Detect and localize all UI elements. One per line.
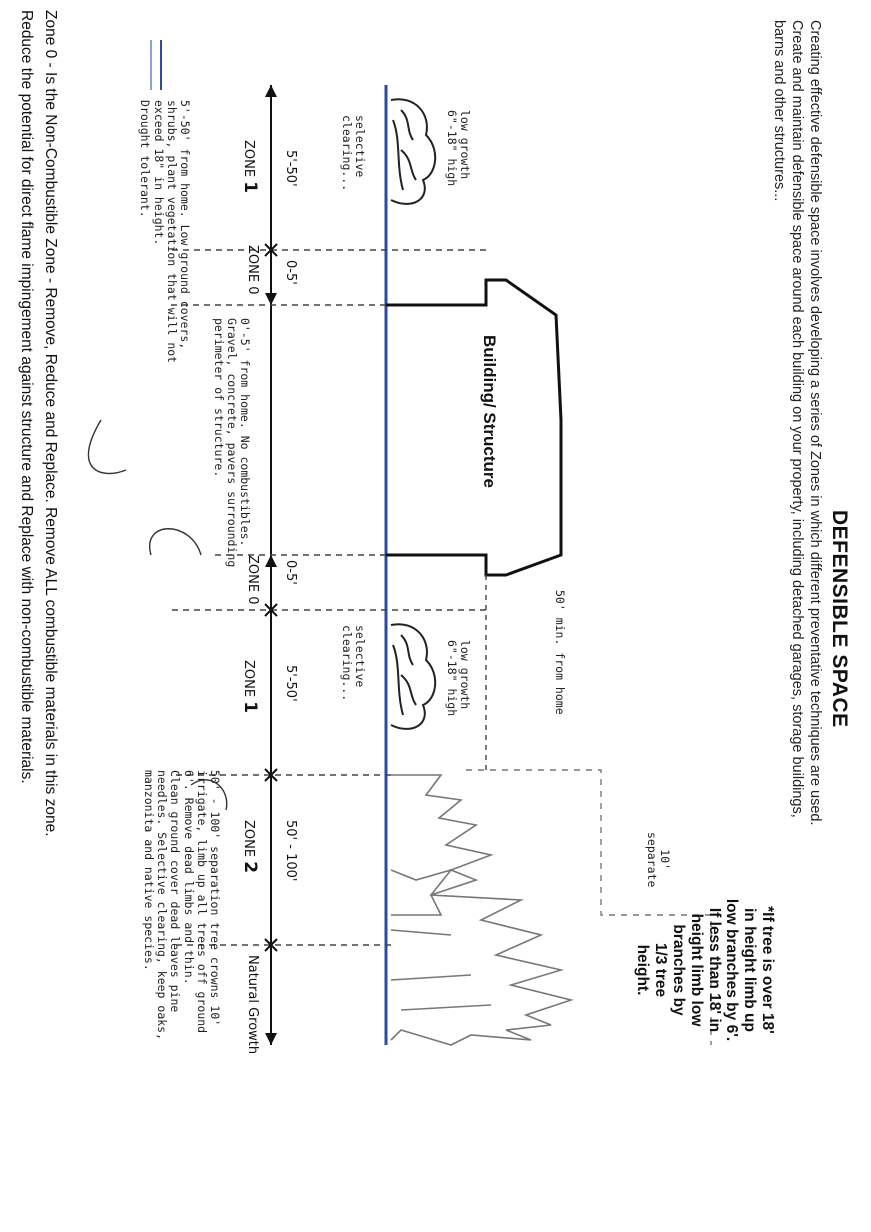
min-distance-label: 50' min. from home bbox=[553, 590, 567, 715]
zone2-range: 50' - 100' bbox=[283, 820, 298, 882]
footer-line-1: Zone 0 - Is the Non-Combustible Zone - R… bbox=[42, 10, 59, 837]
trees bbox=[390, 774, 574, 1046]
intro-line-3: barns and other structures... bbox=[771, 20, 787, 202]
natural-growth-label: Natural Growth bbox=[245, 955, 260, 1055]
left-bush bbox=[390, 98, 437, 205]
left-zone1-name: ZONE 1 bbox=[240, 140, 260, 194]
zone0-note: 0'-5' from home. No combustibles. Gravel… bbox=[211, 318, 252, 568]
footer-line-2: Reduce the potential for direct flame im… bbox=[18, 10, 35, 784]
building-label: Building/ Structure bbox=[480, 335, 499, 488]
zone2-note: 50' - 100' separation tree crowns 10' ir… bbox=[141, 770, 222, 1041]
zone1-note: 5'-50' from home. Low ground covers, shr… bbox=[138, 100, 192, 364]
left-bush-clearing: selective clearing... bbox=[339, 115, 367, 192]
right-bush bbox=[390, 623, 437, 730]
page-title: DEFENSIBLE SPACE bbox=[828, 510, 851, 728]
right-bush-clearing: selective clearing... bbox=[339, 625, 367, 702]
right-bush-growth: low growth 6"-18" high bbox=[444, 640, 472, 717]
left-zone0-range: 0-5' bbox=[283, 260, 298, 285]
right-zone1-name: ZONE 1 bbox=[240, 660, 260, 714]
right-zone1-range: 5'-50' bbox=[283, 665, 298, 702]
building-outline bbox=[386, 278, 563, 577]
intro-line-2: Create and maintain defensible space aro… bbox=[789, 20, 805, 818]
left-zone1-range: 5'-50' bbox=[283, 150, 298, 187]
tree-note: *If tree is over 18' in height limb up l… bbox=[634, 898, 776, 1042]
left-zone0-name: ZONE 0 bbox=[245, 245, 260, 295]
right-zone0-range: 0-5' bbox=[283, 560, 298, 585]
zone2-name: ZONE 2 bbox=[240, 820, 260, 874]
intro-line-1: Creating effective defensible space invo… bbox=[807, 20, 823, 826]
left-bush-growth: low growth 6"-18" high bbox=[444, 110, 472, 187]
